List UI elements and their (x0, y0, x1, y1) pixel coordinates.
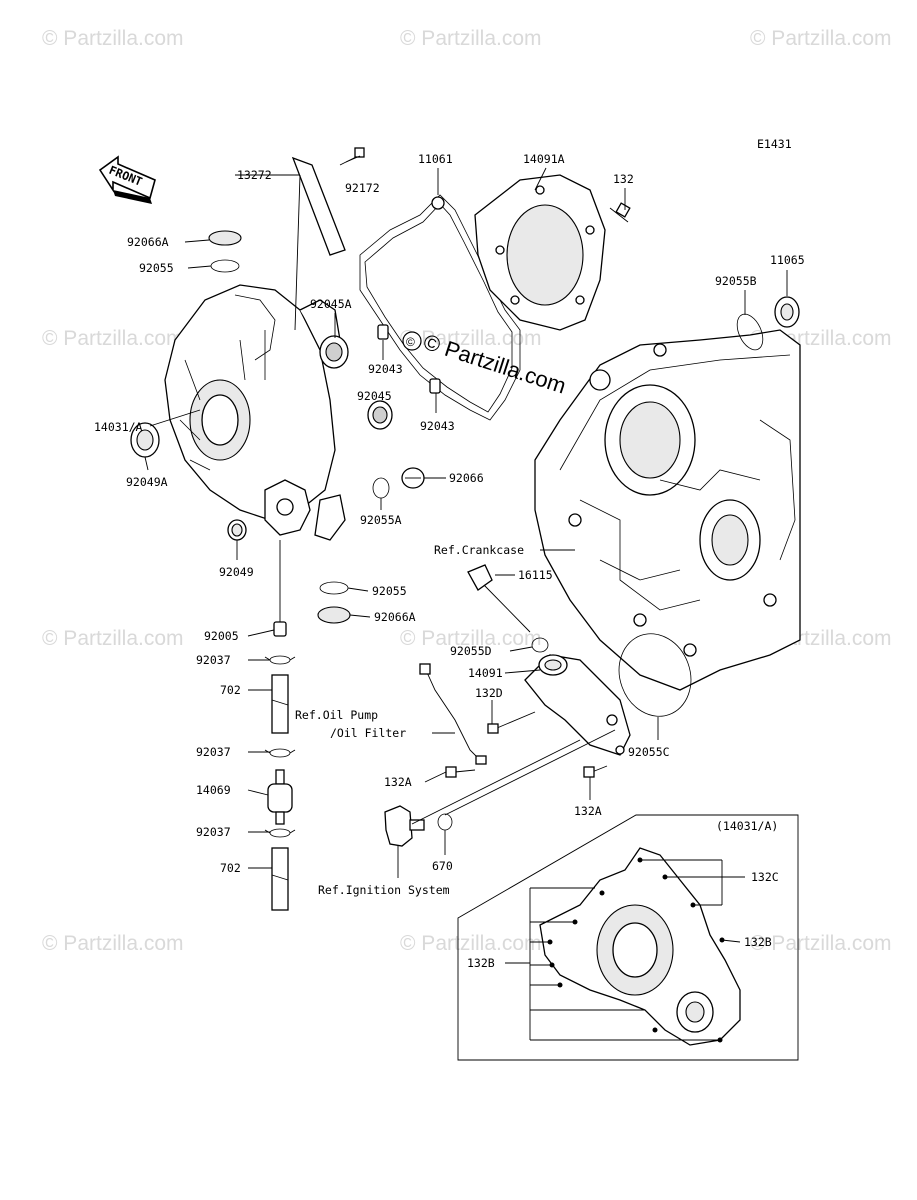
clamp-92037 (264, 828, 296, 838)
label-702: 702 (220, 683, 241, 697)
label-670: 670 (432, 859, 453, 873)
watermark: © Partzilla.com (400, 627, 542, 650)
label-92055: 92055 (139, 261, 174, 275)
label-92043: 92043 (368, 362, 403, 376)
ref-crankcase-label: Ref.Crankcase (434, 543, 524, 557)
o-ring-92055b (736, 313, 764, 351)
label-14091: 14091 (468, 666, 503, 680)
label-92172: 92172 (345, 181, 380, 195)
label-92066a: 92066A (374, 610, 416, 624)
part-labels: 13272 92172 11061 14091A 132 11065 92055… (94, 152, 805, 970)
hose-702 (271, 847, 289, 911)
watermark: © Partzilla.com (750, 932, 892, 955)
seal-92049a (130, 422, 160, 458)
ref-oil-filter-label: /Oil Filter (330, 726, 406, 740)
bolt-132a (583, 765, 608, 778)
label-92055b: 92055B (715, 274, 757, 288)
diagram-code: E1431 (757, 137, 792, 151)
fitting-92005 (273, 621, 287, 637)
label-11065: 11065 (770, 253, 805, 267)
label-92037: 92037 (196, 745, 231, 759)
label-132: 132 (613, 172, 634, 186)
label-92049a: 92049A (126, 475, 168, 489)
bolt-92172 (339, 147, 365, 166)
label-13272: 13272 (237, 168, 272, 182)
dowel-92043 (429, 378, 441, 394)
o-ring-670 (437, 813, 453, 831)
label-92066a: 92066A (127, 235, 169, 249)
label-14069: 14069 (196, 783, 231, 797)
bolt-132d (487, 711, 536, 734)
label-132c: 132C (751, 870, 779, 884)
inset-title: (14031/A) (716, 819, 778, 833)
label-92005: 92005 (204, 629, 239, 643)
label-92055a: 92055A (360, 513, 402, 527)
svg-text:©: © (406, 335, 415, 349)
bracket-13272 (291, 156, 346, 256)
label-14091a: 14091A (523, 152, 565, 166)
label-92043: 92043 (420, 419, 455, 433)
label-92037: 92037 (196, 825, 231, 839)
ignition-sensor (384, 805, 425, 847)
watermark: © Partzilla.com (42, 327, 184, 350)
o-ring-92055a (372, 477, 390, 499)
label-132b: 132B (467, 956, 495, 970)
seal-11065 (774, 296, 800, 328)
watermark: © Partzilla.com (42, 932, 184, 955)
label-92055c: 92055C (628, 745, 670, 759)
cap-92066a (208, 230, 242, 246)
label-92055d: 92055D (450, 644, 492, 658)
label-92037: 92037 (196, 653, 231, 667)
label-132d: 132D (475, 686, 503, 700)
o-ring-92055d (531, 637, 549, 653)
label-92045a: 92045A (310, 297, 352, 311)
cover-14091 (524, 654, 631, 756)
label-14031a: 14031/A (94, 420, 143, 434)
seal-92049 (227, 519, 247, 541)
o-ring-92055 (210, 259, 240, 273)
leader-lines (144, 155, 788, 878)
dipstick-16115 (467, 564, 531, 633)
label-92066: 92066 (449, 471, 484, 485)
label-132a: 132A (384, 775, 412, 789)
cap-92066a (317, 606, 351, 624)
label-92055: 92055 (372, 584, 407, 598)
watermark: © Partzilla.com (42, 27, 184, 50)
oil-pump-link (419, 663, 431, 675)
bearing-92045 (367, 400, 393, 430)
watermark: © Partzilla.com (42, 627, 184, 650)
dowel-92043 (377, 324, 389, 340)
bearing-92045a (319, 335, 349, 369)
label-132a: 132A (574, 804, 602, 818)
watermark: © Partzilla.com (400, 932, 542, 955)
label-92045: 92045 (357, 389, 392, 403)
bolt-132a (445, 766, 476, 778)
label-132b: 132B (744, 935, 772, 949)
watermark: © Partzilla.com (750, 27, 892, 50)
label-702: 702 (220, 861, 241, 875)
cover-plate-14091a (474, 174, 606, 331)
crankcase-drawing (534, 329, 801, 691)
front-arrow-icon: FRONT (98, 155, 156, 204)
hose-702 (271, 674, 289, 734)
o-ring-92055 (319, 581, 349, 595)
filter-14069 (267, 769, 293, 825)
watermark: © Partzilla.com (400, 27, 542, 50)
label-16115: 16115 (518, 568, 553, 582)
label-11061: 11061 (418, 152, 453, 166)
watermark: © Partzilla.com (400, 327, 542, 350)
o-ring-92055c (618, 633, 692, 717)
gasket-11061 (359, 194, 521, 421)
bolt-132 (609, 202, 631, 223)
clamp-92037 (264, 748, 296, 758)
ref-oil-pump-label: Ref.Oil Pump (295, 708, 378, 722)
label-92049: 92049 (219, 565, 254, 579)
ref-ignition-label: Ref.Ignition System (318, 883, 450, 897)
inset-panel (457, 814, 799, 1061)
case-cover-14031a (164, 284, 346, 541)
